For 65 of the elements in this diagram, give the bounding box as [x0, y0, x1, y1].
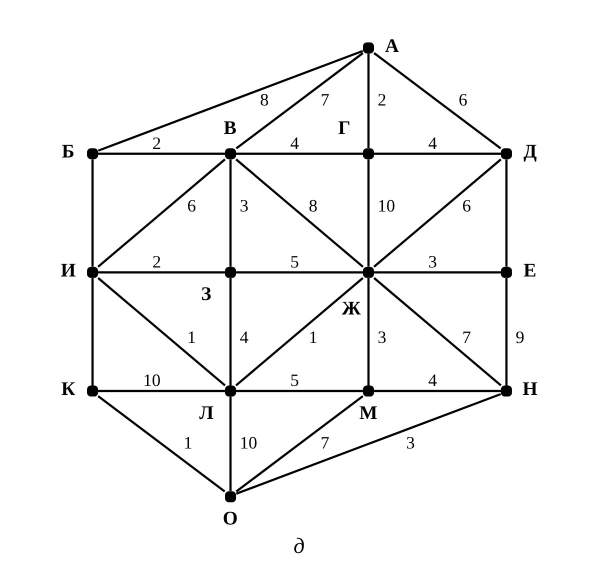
node-label: Е — [522, 260, 536, 282]
edge-label: 4 — [428, 132, 437, 153]
node-label: А — [384, 36, 398, 57]
edge-label: 10 — [142, 370, 160, 390]
connector — [97, 50, 363, 152]
edge-label: 7 — [320, 432, 329, 453]
node-label: И — [60, 260, 76, 282]
edge-label: 10 — [377, 195, 395, 216]
node-label: Г — [338, 118, 350, 139]
connector — [228, 278, 232, 386]
connector — [235, 395, 364, 492]
edge-label: 1 — [183, 432, 192, 453]
edge-label: 7 — [320, 90, 329, 110]
edge-label: 8 — [308, 195, 317, 216]
connector — [234, 277, 364, 386]
edge-label: 3 — [428, 251, 437, 272]
edge-label: 2 — [152, 132, 161, 153]
node-label: Д — [522, 142, 536, 163]
connector — [96, 395, 225, 492]
node-label: К — [60, 378, 75, 400]
edge-label: 1 — [186, 326, 196, 347]
edge-label: 2 — [152, 251, 161, 272]
node-label: О — [222, 508, 238, 530]
edge-label: 4 — [428, 370, 437, 390]
node-label: Б — [61, 142, 74, 163]
node-label: М — [358, 402, 378, 424]
caption: д — [293, 533, 304, 558]
connector — [372, 158, 502, 268]
connector — [234, 158, 364, 268]
connector — [235, 393, 501, 495]
connector — [504, 159, 508, 267]
node-label: З — [200, 284, 211, 306]
connector — [228, 396, 232, 492]
edge-label: 4 — [290, 132, 299, 153]
node-label: В — [223, 118, 236, 139]
connector — [96, 277, 226, 386]
connector — [228, 159, 232, 267]
connector — [235, 52, 364, 150]
edge-label: 7 — [462, 326, 471, 347]
edge-label: 4 — [239, 326, 248, 347]
connector — [366, 278, 370, 386]
edge-label: 5 — [290, 251, 299, 272]
edge-label: 6 — [458, 90, 467, 110]
edge-label: 2 — [377, 90, 386, 110]
connector — [96, 158, 226, 268]
connector — [90, 159, 94, 267]
connector — [372, 277, 502, 386]
edge-label: 8 — [259, 90, 268, 110]
connector — [366, 54, 370, 148]
edge-label: 5 — [290, 370, 299, 390]
connector — [504, 278, 508, 386]
node-label: Л — [198, 402, 214, 424]
edge-label: 6 — [462, 195, 471, 216]
node-label: Н — [522, 378, 538, 400]
edge-label: 6 — [186, 195, 196, 216]
connector — [366, 159, 370, 267]
edge-label: 10 — [239, 432, 257, 453]
edge-label: 3 — [406, 432, 414, 453]
connector — [90, 278, 94, 386]
connector — [372, 52, 501, 150]
edge-label: 3 — [239, 195, 248, 216]
edge-label: 1 — [308, 326, 317, 347]
node-label: Ж — [341, 298, 360, 320]
edge-label: 3 — [377, 326, 386, 347]
edge-label: 9 — [515, 326, 524, 347]
